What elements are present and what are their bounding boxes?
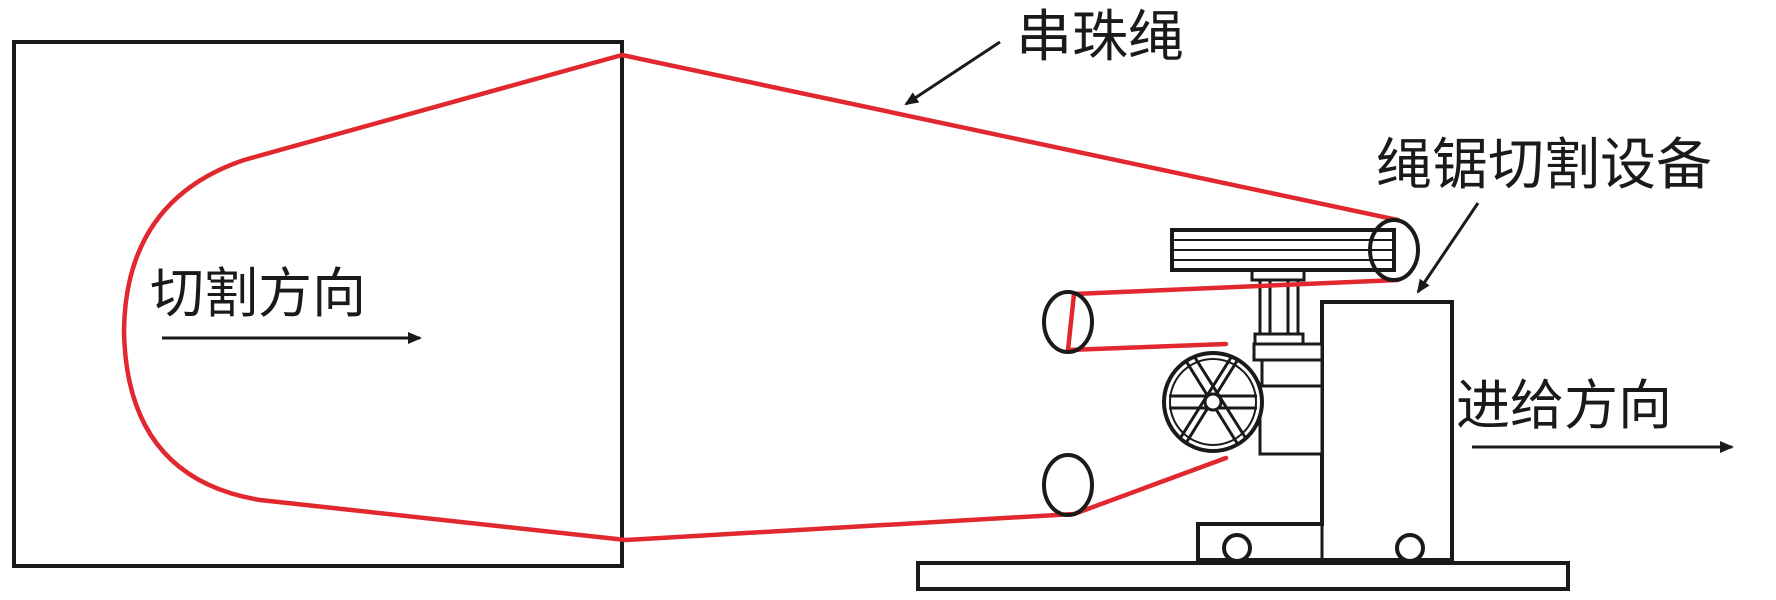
wire-top-span (619, 52, 1401, 223)
guide-mast (1250, 268, 1324, 456)
carriage-wheels (1222, 533, 1425, 563)
stone-block (12, 40, 624, 568)
idler-pulley-top (1042, 290, 1094, 354)
rope-label: 串珠绳 (1016, 5, 1184, 70)
drive-wheel (1162, 351, 1264, 453)
wire-return-2 (1065, 341, 1229, 353)
wire-loop (121, 52, 1229, 543)
rope-callout-arrow (904, 40, 1001, 106)
equipment-label: 绳锯切割设备 (1376, 133, 1712, 198)
base-rail (916, 561, 1570, 591)
cut-direction-label: 切割方向 (150, 262, 366, 325)
equipment-callout-arrow (1416, 202, 1480, 294)
idler-pulley-bottom (1042, 453, 1094, 517)
upper-guide-rail (1170, 228, 1396, 272)
wheel-left (1222, 533, 1252, 563)
upper-pulley (1368, 218, 1420, 282)
feed-direction-label: 进给方向 (1456, 374, 1672, 437)
wheel-right (1395, 533, 1425, 563)
carriage (1196, 300, 1454, 562)
